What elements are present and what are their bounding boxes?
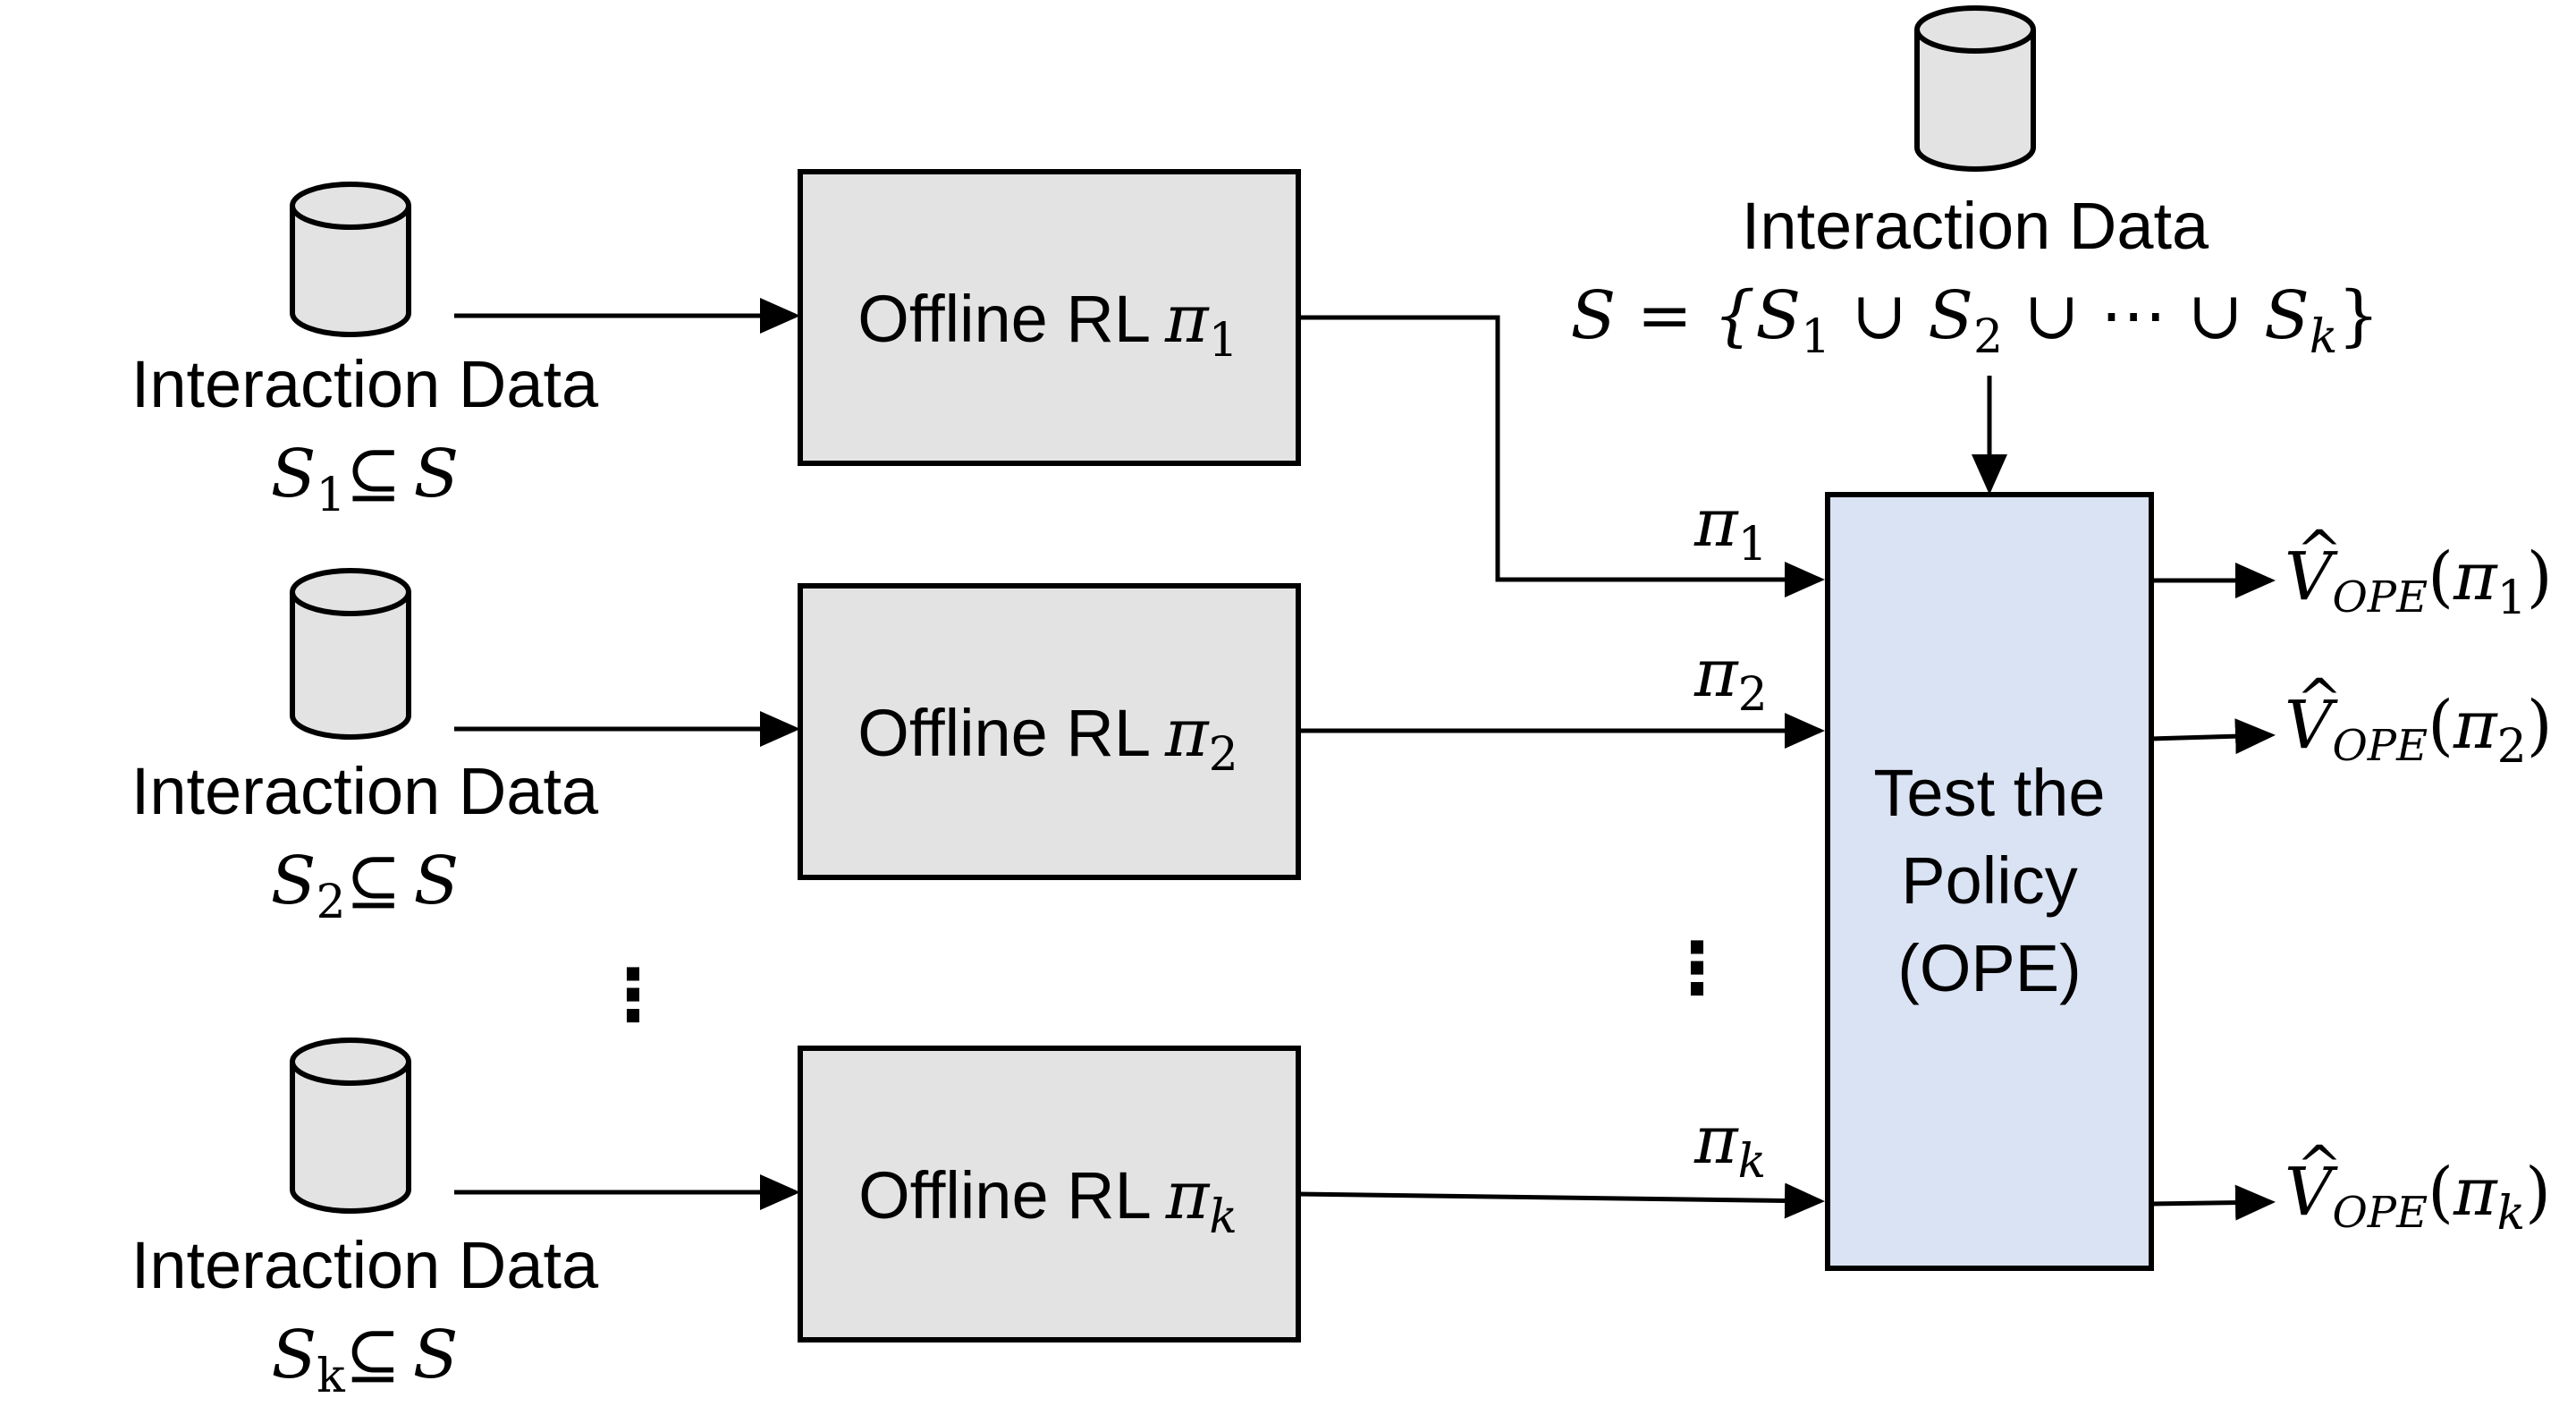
top-source: Interaction Data S = {S1 ∪ S2 ∪ ⋯ ∪ Sk} xyxy=(1571,5,2380,364)
top-source-label: Interaction Data xyxy=(1742,189,2209,263)
output-label-1: VOPE(π1) xyxy=(2285,538,2553,625)
output-value-2: ^ VOPE(π2) xyxy=(2285,666,2553,774)
test-box-line-2: Policy xyxy=(1901,843,2077,918)
policy-label-k: πk xyxy=(1693,1102,1766,1189)
database-icon xyxy=(1914,5,2036,172)
test-box-line-1: Test the xyxy=(1873,756,2105,830)
output-hat-1: ^ xyxy=(2296,518,2343,583)
policy-label-1: π1 xyxy=(1693,485,1768,572)
arrow-output-k xyxy=(2150,1184,2276,1221)
output-hat-k: ^ xyxy=(2296,1133,2343,1198)
output-value-1: ^ VOPE(π1) xyxy=(2285,518,2553,625)
test-box-line-3: (OPE) xyxy=(1897,931,2082,1005)
output-value-k: ^ VOPE(πk) xyxy=(2285,1133,2551,1241)
database-icon xyxy=(290,182,411,337)
policy-label-2: π2 xyxy=(1693,635,1768,722)
source-k-label: Interaction Data xyxy=(131,1228,599,1302)
source-k-formula: Sk⊆S xyxy=(272,1317,459,1403)
arrow-output-2 xyxy=(2150,718,2276,755)
arrow-policy-k xyxy=(1297,1182,1825,1219)
database-icon xyxy=(290,1038,411,1214)
test-policy-box: Test the Policy (OPE) xyxy=(1825,492,2154,1271)
ellipsis-left: ⋮ xyxy=(597,955,669,1035)
source-2: Interaction Data S2⊆S xyxy=(131,568,599,929)
source-k: Interaction Data Sk⊆S xyxy=(131,1038,599,1403)
output-hat-2: ^ xyxy=(2296,666,2343,732)
source-1-label: Interaction Data xyxy=(131,347,599,421)
source-2-label: Interaction Data xyxy=(131,754,599,828)
source-1-formula: S1⊆S xyxy=(271,436,460,522)
source-2-formula: S2⊆S xyxy=(271,843,460,929)
source-1: Interaction Data S1⊆S xyxy=(131,182,599,522)
database-icon xyxy=(290,568,411,740)
ellipsis-mid: ⋮ xyxy=(1661,928,1733,1008)
output-label-k: VOPE(πk) xyxy=(2285,1154,2551,1241)
arrow-policy-1 xyxy=(1298,315,1825,597)
output-label-2: VOPE(π2) xyxy=(2285,687,2553,774)
top-source-formula: S = {S1 ∪ S2 ∪ ⋯ ∪ Sk} xyxy=(1571,277,2380,364)
